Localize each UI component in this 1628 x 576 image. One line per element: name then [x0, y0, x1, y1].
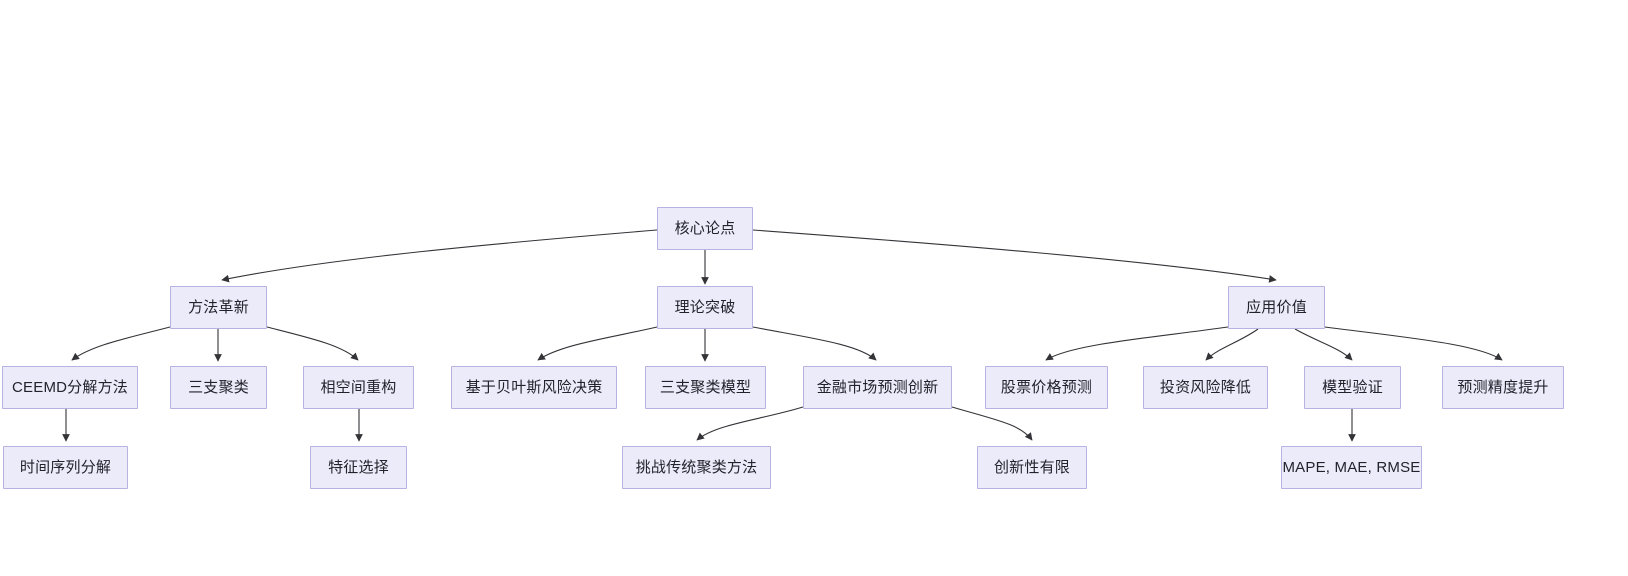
node-label: 投资风险降低 [1159, 379, 1252, 396]
node-l2e[interactable]: 三支聚类模型 [645, 366, 766, 409]
node-l2b[interactable]: 三支聚类 [170, 366, 267, 409]
node-label: 方法革新 [188, 299, 249, 316]
node-label: 金融市场预测创新 [816, 379, 939, 396]
node-l2c[interactable]: 相空间重构 [303, 366, 414, 409]
node-label: 三支聚类 [188, 379, 249, 396]
node-l3d[interactable]: 创新性有限 [977, 446, 1087, 489]
node-l1b[interactable]: 理论突破 [657, 286, 753, 329]
node-label: 时间序列分解 [19, 459, 112, 476]
node-l3b[interactable]: 特征选择 [310, 446, 407, 489]
node-label: 挑战传统聚类方法 [635, 459, 758, 476]
node-l3e[interactable]: MAPE, MAE, RMSE [1281, 446, 1422, 489]
node-l2h[interactable]: 投资风险降低 [1143, 366, 1268, 409]
node-l2d[interactable]: 基于贝叶斯风险决策 [451, 366, 617, 409]
node-label: 预测精度提升 [1457, 379, 1549, 396]
node-l1c[interactable]: 应用价值 [1228, 286, 1325, 329]
node-l1a[interactable]: 方法革新 [170, 286, 267, 329]
node-l2i[interactable]: 模型验证 [1304, 366, 1401, 409]
node-label: 股票价格预测 [1000, 379, 1093, 396]
node-label: 模型验证 [1322, 379, 1383, 396]
node-l2f[interactable]: 金融市场预测创新 [803, 366, 952, 409]
node-label: 应用价值 [1246, 299, 1307, 316]
node-l2g[interactable]: 股票价格预测 [985, 366, 1108, 409]
node-label: MAPE, MAE, RMSE [1282, 459, 1421, 476]
node-l2a[interactable]: CEEMD分解方法 [2, 366, 138, 409]
node-label: 三支聚类模型 [659, 379, 752, 396]
node-l3a[interactable]: 时间序列分解 [3, 446, 128, 489]
node-label: 创新性有限 [993, 459, 1070, 476]
node-l2j[interactable]: 预测精度提升 [1442, 366, 1564, 409]
node-label: CEEMD分解方法 [12, 379, 128, 396]
node-label: 相空间重构 [320, 379, 397, 396]
node-label: 基于贝叶斯风险决策 [465, 379, 603, 396]
node-root[interactable]: 核心论点 [657, 207, 753, 250]
node-label: 核心论点 [674, 220, 736, 237]
node-label: 理论突破 [674, 299, 736, 316]
node-label: 特征选择 [328, 459, 389, 476]
node-l3c[interactable]: 挑战传统聚类方法 [622, 446, 771, 489]
